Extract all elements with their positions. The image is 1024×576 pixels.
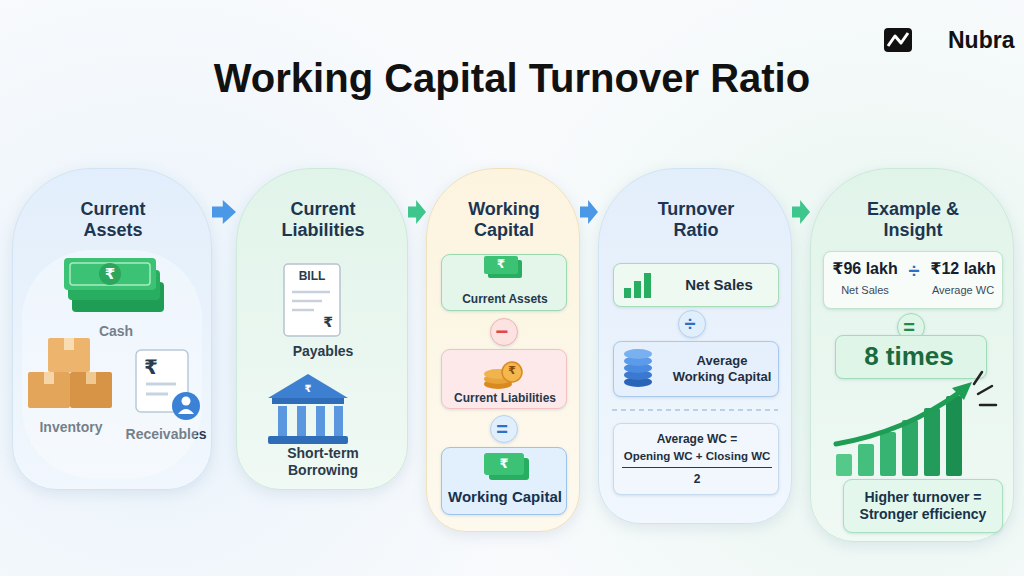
flow-arrow	[580, 200, 598, 224]
example-box: ₹96 lakhNet Sales÷₹12 lakhAverage WC	[823, 251, 1003, 309]
currency-symbol: ₹	[100, 265, 120, 283]
flow-arrow	[792, 200, 810, 224]
currency-symbol: ₹	[139, 356, 163, 380]
node-text: =	[496, 417, 508, 441]
text-holder: −	[491, 319, 517, 345]
text-holder: Net Sales	[614, 264, 778, 306]
currency-symbol: ₹	[492, 257, 510, 271]
column-heading: Current Assets	[58, 199, 168, 241]
icon-part	[888, 33, 908, 46]
diagram-title: Working Capital Turnover Ratio	[0, 56, 1024, 101]
node-text: Higher turnover = Stronger efficiency	[854, 489, 992, 523]
operator-circle: ÷	[678, 310, 706, 338]
term-box: Current Liabilities	[441, 349, 567, 409]
text-holder: Average Working Capital	[614, 342, 778, 396]
node-text: −	[496, 319, 509, 345]
brand-logo: Nubra	[948, 27, 1018, 54]
stage-column: Current LiabilitiesPayablesShort-term Bo…	[236, 168, 408, 490]
column-heading: Turnover Ratio	[641, 199, 751, 241]
node-text: Average Working Capital	[670, 353, 774, 384]
term-box: Net Sales	[613, 263, 779, 307]
column-heading: Working Capital	[449, 199, 559, 241]
stage-column: Working CapitalCurrent Assets−Current Li…	[426, 168, 580, 532]
operator-circle: =	[490, 415, 518, 443]
currency-symbol: ₹	[503, 364, 521, 377]
result-box: 8 times	[835, 335, 987, 379]
currency-symbol: ₹	[300, 383, 316, 395]
flow-arrow	[408, 200, 426, 224]
node-text: Net Sales	[828, 284, 902, 297]
flow-arrow	[212, 200, 236, 224]
node-text: ₹96 lakh	[828, 260, 902, 279]
node-text: 2	[614, 472, 780, 486]
currency-symbol: ₹	[318, 314, 338, 331]
node-text: Current Liabilities	[442, 391, 568, 405]
text-holder: ÷	[679, 311, 705, 337]
node-text: Opening WC + Closing WC	[622, 450, 772, 468]
stage-column: Current AssetsCashInventoryReceivables	[12, 168, 212, 490]
bill-text: BILL	[290, 269, 334, 283]
operator-circle: −	[490, 318, 518, 346]
node-text: 8 times	[864, 341, 954, 372]
stage-column: Example & Insight ₹96 lakhNet Sales÷₹12 l…	[810, 168, 1014, 542]
node-text: Average WC =	[614, 432, 780, 446]
node-text: Cash	[71, 323, 161, 340]
node-text: Payables	[273, 343, 373, 360]
node-text: Net Sales	[685, 276, 753, 294]
insight-box: Higher turnover = Stronger efficiency	[843, 479, 1003, 533]
node-text: Short-term Borrowing	[278, 445, 368, 478]
currency-symbol: ₹	[495, 456, 513, 471]
text-holder: Higher turnover = Stronger efficiency	[844, 480, 1002, 532]
column-heading: Current Liabilities	[268, 199, 378, 241]
node-text: Receivables	[111, 426, 221, 443]
text-holder: =	[491, 416, 517, 442]
node-text: ₹12 lakh	[926, 260, 1000, 279]
column-heading: Example & Insight	[858, 199, 968, 241]
text-holder: 8 times	[836, 336, 986, 378]
icon-part	[884, 28, 912, 52]
node-text: Current Assets	[442, 292, 568, 306]
formula-box: Average WC = Opening WC + Closing WC 2	[613, 423, 779, 495]
node-text: ÷	[685, 312, 696, 336]
node-text: ÷	[900, 260, 928, 284]
term-box: Average Working Capital	[613, 341, 779, 397]
node-text: Inventory	[21, 419, 121, 436]
node-text: Average WC	[926, 284, 1000, 297]
stage-column: Turnover RatioNet Sales ÷ Average Working …	[598, 168, 792, 524]
node-text: Working Capital	[442, 488, 568, 506]
